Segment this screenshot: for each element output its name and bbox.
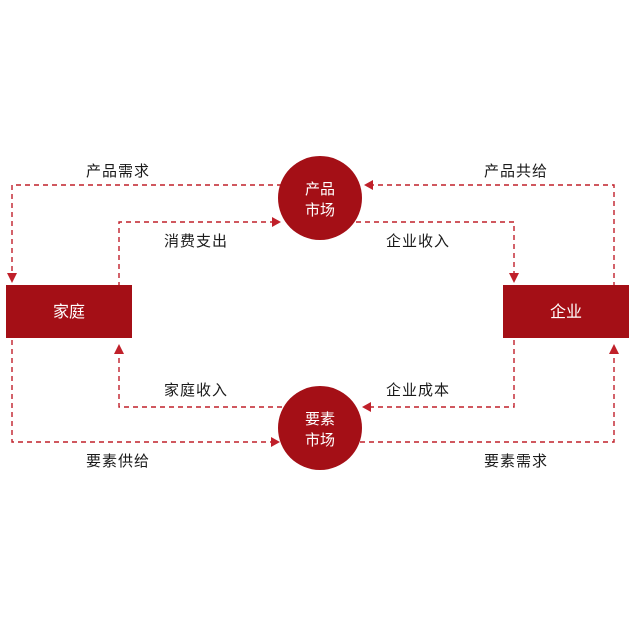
flow-household-income (118, 352, 282, 408)
flow-firm-cost (370, 340, 515, 408)
label-product-demand: 产品需求 (86, 162, 150, 180)
product-market-node: 产品 市场 (278, 156, 362, 240)
product-market-label-line1: 产品 (305, 180, 335, 198)
factor-market-label-line1: 要素 (305, 410, 335, 428)
label-firm-revenue: 企业收入 (386, 232, 450, 250)
product-market-label-line2: 市场 (305, 201, 335, 219)
firm-node: 企业 (503, 285, 629, 338)
factor-market-label-line2: 市场 (305, 431, 335, 449)
firm-label: 企业 (550, 302, 582, 321)
flow-factor-supply (11, 340, 272, 443)
arrowhead-left-product-market (364, 180, 373, 190)
label-consumer-spending: 消费支出 (164, 232, 228, 250)
flow-product-supply (372, 184, 615, 287)
flow-product-demand (11, 184, 282, 275)
arrowhead-right-product-market (272, 217, 281, 227)
arrowhead-right-factor-market (271, 437, 280, 447)
label-product-supply: 产品共给 (484, 162, 548, 180)
factor-market-node: 要素 市场 (278, 386, 362, 470)
arrowhead-up-household (114, 344, 124, 354)
label-household-income: 家庭收入 (164, 381, 228, 399)
flow-consumer-spending (118, 221, 273, 287)
label-factor-supply: 要素供给 (86, 452, 150, 470)
label-factor-demand: 要素需求 (484, 452, 548, 470)
flow-factor-demand (360, 352, 615, 443)
arrowhead-left-factor-market (362, 402, 371, 412)
arrowhead-down-firm (509, 273, 519, 283)
household-label: 家庭 (53, 302, 85, 321)
flow-firm-revenue (356, 221, 515, 275)
arrowhead-down-household-left (7, 273, 17, 283)
label-firm-cost: 企业成本 (386, 381, 450, 399)
arrowhead-up-firm (609, 344, 619, 354)
household-node: 家庭 (6, 285, 132, 338)
